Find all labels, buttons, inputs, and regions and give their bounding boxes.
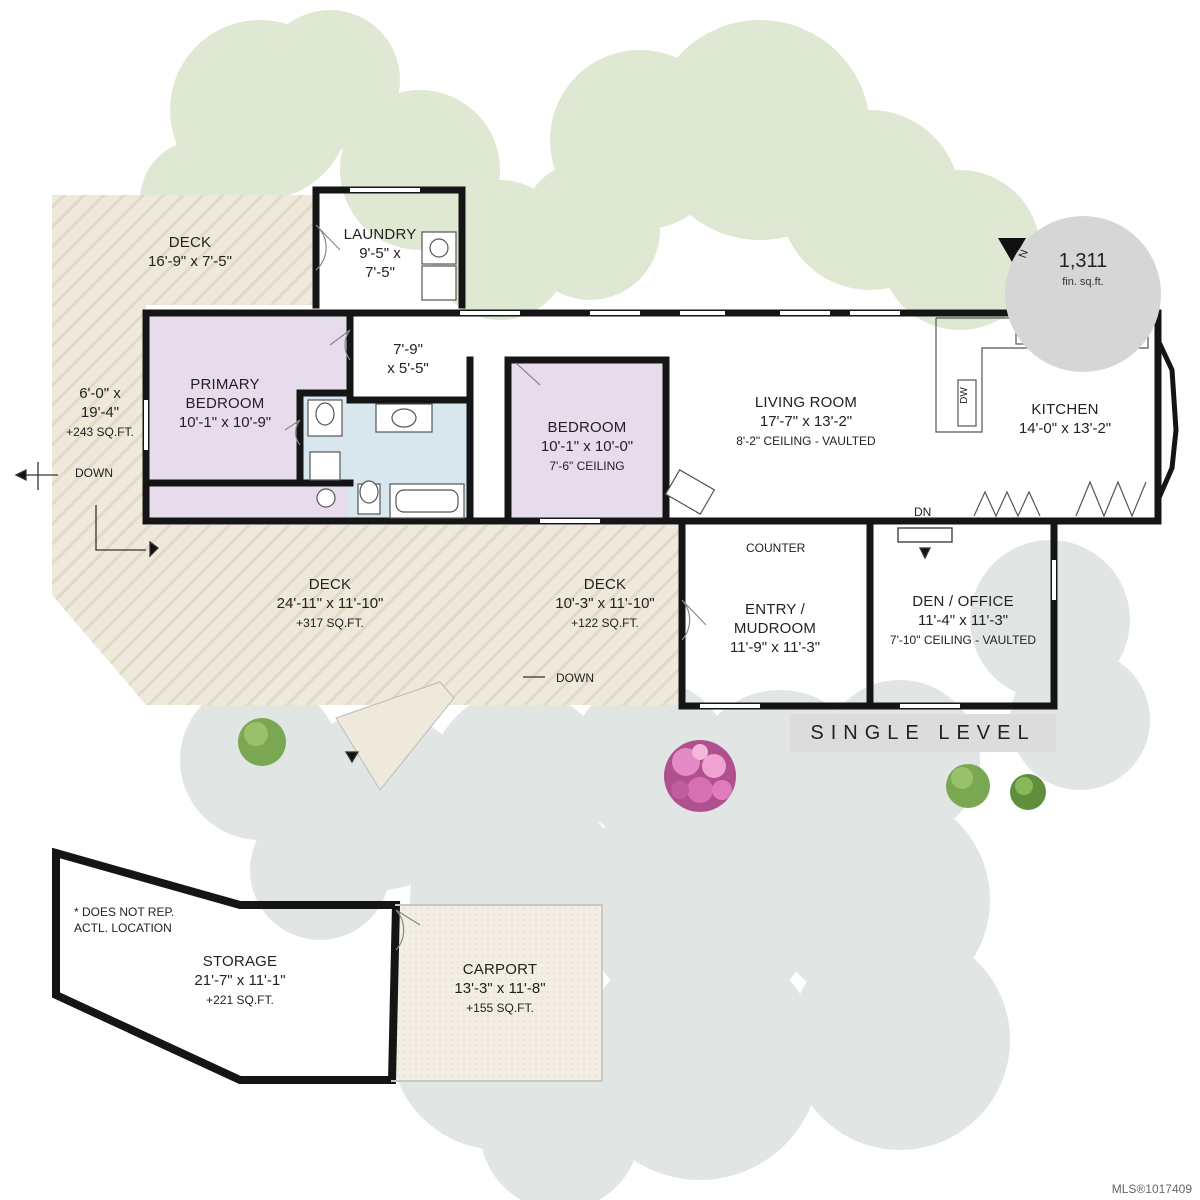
den-label: DEN / OFFICE 11'-4" x 11'-3" 7'-10" CEIL… [874, 593, 1052, 648]
den-dims: 11'-4" x 11'-3" [917, 611, 1009, 629]
stair-arrows [14, 462, 953, 764]
dn-label: DN [914, 505, 932, 519]
deck-stair [335, 681, 455, 791]
hall-dims-2: x 5'-5" [387, 359, 429, 377]
deck-west-area: +243 SQ.FT. [66, 424, 134, 439]
deck-mid-label: DECK 10'-3" x 11'-10" +122 SQ.FT. [530, 576, 680, 631]
entry-dims: 11'-9" x 11'-3" [729, 638, 821, 656]
living-room-ceiling: 8'-2" CEILING - VAULTED [736, 433, 876, 448]
sqft-value: 1,311 [1058, 250, 1108, 272]
flowering-shrub-icon [664, 740, 736, 812]
deck-mid-title: DECK [583, 576, 627, 593]
bedroom-dims: 10'-1" x 10'-0" [540, 437, 634, 455]
carport-title: CARPORT [462, 961, 538, 978]
sqft-badge: 1,311 fin. sq.ft. [1005, 216, 1161, 372]
deck-west-dims-2: 19'-4" [80, 403, 120, 421]
counter-label: COUNTER [746, 541, 806, 555]
north-arrow-icon [998, 238, 1026, 262]
deck-mid-area: +122 SQ.FT. [571, 615, 639, 630]
foliage-green [140, 10, 1040, 330]
bedroom-label: BEDROOM 10'-1" x 10'-0" 7'-6" CEILING [512, 419, 662, 474]
primary-bedroom-label: PRIMARY BEDROOM 10'-1" x 10'-9" [160, 376, 290, 432]
kitchen-label: KITCHEN 14'-0" x 13'-2" [990, 401, 1140, 439]
primary-bedroom-title-1: PRIMARY [190, 376, 260, 393]
laundry-label: LAUNDRY 9'-5" x 7'-5" [325, 226, 435, 282]
deck-west-dims-1: 6'-0" x [79, 385, 121, 402]
laundry-dims-1: 9'-5" x [359, 244, 401, 262]
walls [52, 186, 1162, 1084]
sqft-unit: fin. sq.ft. [1062, 276, 1104, 288]
doors [284, 224, 707, 951]
living-room-label: LIVING ROOM 17'-7" x 13'-2" 8'-2" CEILIN… [706, 394, 906, 449]
down-west-label: DOWN [75, 466, 113, 480]
storage-area: +221 SQ.FT. [206, 992, 274, 1007]
entry-title-1: ENTRY / [744, 601, 806, 618]
primary-bedroom-title-2: BEDROOM [185, 394, 265, 412]
deck-nw [52, 195, 316, 525]
deck-mid [524, 525, 682, 705]
den-title: DEN / OFFICE [912, 593, 1014, 610]
laundry-title: LAUNDRY [343, 226, 417, 243]
hall-dims-1: 7'-9" [393, 341, 423, 358]
mls-watermark: MLS®1017409 [1111, 1182, 1192, 1196]
storage-dims: 21'-7" x 11'-1" [194, 971, 286, 989]
location-note-line-2: ACTL. LOCATION [74, 921, 172, 936]
deck-west-label: 6'-0" x 19'-4" +243 SQ.FT. [52, 385, 148, 440]
deck-south-label: DECK 24'-11" x 11'-10" +317 SQ.FT. [250, 576, 410, 631]
kitchen-title: KITCHEN [1031, 401, 1099, 418]
living-room-title: LIVING ROOM [754, 394, 858, 411]
deck-mid-dims: 10'-3" x 11'-10" [555, 594, 655, 612]
carport-dims: 13'-3" x 11'-8" [454, 979, 546, 997]
windows [144, 188, 1056, 708]
den-ceiling: 7'-10" CEILING - VAULTED [889, 632, 1037, 647]
bedroom-ceiling: 7'-6" CEILING [549, 458, 625, 473]
laundry-dims-2: 7'-5" [365, 263, 395, 281]
deck-south-area: +317 SQ.FT. [296, 615, 364, 630]
deck-south-dims: 24'-11" x 11'-10" [276, 594, 384, 612]
location-note-line-1: * DOES NOT REP. [74, 905, 175, 919]
dishwasher-label: DW [958, 387, 970, 404]
fixtures [307, 231, 716, 519]
deck-south [146, 525, 524, 705]
deck-nw-title: DECK [168, 234, 212, 251]
carport-area: +155 SQ.FT. [466, 1000, 534, 1015]
living-room-dims: 17'-7" x 13'-2" [759, 412, 853, 430]
entry-title-2: MUDROOM [733, 619, 817, 637]
deck-west [52, 525, 146, 705]
deck-nw-dims: 16'-9" x 7'-5" [148, 252, 232, 270]
hall-label: 7'-9" x 5'-5" [358, 341, 458, 379]
storage-label: STORAGE 21'-7" x 11'-1" +221 SQ.FT. [170, 953, 310, 1008]
shrub-icon [238, 718, 1046, 810]
deck-south-title: DECK [308, 576, 352, 593]
down-deck-label: DOWN [556, 671, 594, 685]
entry-label: ENTRY / MUDROOM 11'-9" x 11'-3" [700, 601, 850, 657]
bedroom-fill [508, 363, 666, 521]
kitchen-dims: 14'-0" x 13'-2" [1018, 419, 1112, 437]
carport-label: CARPORT 13'-3" x 11'-8" +155 SQ.FT. [425, 961, 575, 1016]
level-banner: SINGLE LEVEL [790, 714, 1056, 752]
carport-fill [392, 905, 602, 1081]
bedroom-title: BEDROOM [547, 419, 627, 436]
location-note: * DOES NOT REP. ACTL. LOCATION [74, 904, 174, 936]
primary-bedroom-dims: 10'-1" x 10'-9" [178, 413, 272, 431]
storage-title: STORAGE [202, 953, 278, 970]
foliage-grey [180, 540, 1150, 1200]
deck-nw-label: DECK 16'-9" x 7'-5" [120, 234, 260, 272]
